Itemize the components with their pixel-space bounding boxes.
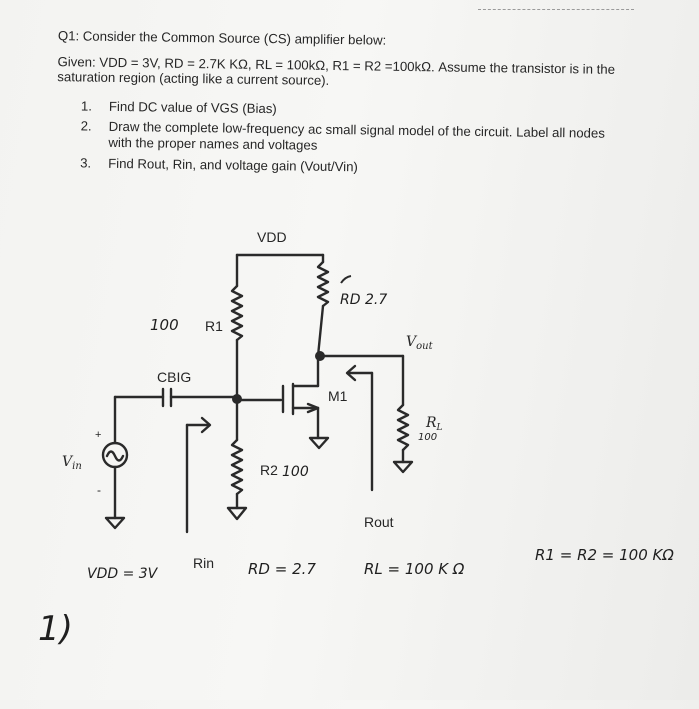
vin-minus: - xyxy=(97,483,101,497)
vout-label: Vout xyxy=(406,334,434,352)
r1-label: R1 xyxy=(205,318,223,334)
drain-node xyxy=(315,351,325,361)
m1-label: M1 xyxy=(328,388,348,404)
r2-label: R2 xyxy=(260,462,278,478)
hw-r2-value: 100 xyxy=(282,464,309,480)
vin-ground xyxy=(104,516,126,530)
rl-label: RL xyxy=(425,415,443,433)
hw-rd-value: RD = 2.7 xyxy=(248,560,316,578)
vin-label: Vin xyxy=(62,454,82,472)
top-divider xyxy=(478,9,634,10)
hw-rl-note: RL = 100 K Ω xyxy=(364,560,465,578)
r2-resistor xyxy=(230,438,244,496)
rin-label: Rin xyxy=(193,555,214,571)
hw-step-number: 1) xyxy=(38,609,73,649)
hw-rl-value: 100 xyxy=(418,432,437,443)
hw-r1-value: 100 xyxy=(150,316,179,334)
cbig-label: CBIG xyxy=(157,369,191,385)
rd-resistor xyxy=(316,260,330,308)
source-ground xyxy=(308,436,330,450)
gate-node xyxy=(232,394,242,404)
hw-r1r2-note: R1 = R2 = 100 KΩ xyxy=(535,546,674,564)
rl-ground xyxy=(392,460,414,474)
vin-plus: + xyxy=(95,429,101,441)
hw-vdd-value: VDD = 3V xyxy=(87,566,159,582)
rl-resistor xyxy=(396,403,410,452)
r2-ground xyxy=(226,506,248,521)
vdd-label: VDD xyxy=(257,229,287,245)
r1-resistor xyxy=(230,284,244,342)
rout-label: Rout xyxy=(364,514,394,530)
hw-rd-label: RD 2.7 xyxy=(340,292,387,308)
